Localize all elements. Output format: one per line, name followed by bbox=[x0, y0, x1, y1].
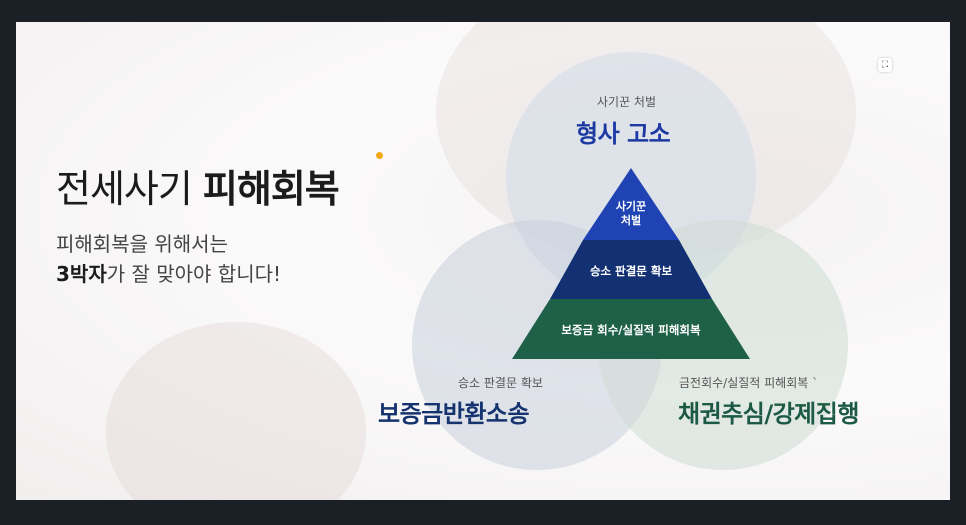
presentation-slide: ⛶ 전세사기 피해회복 피해회복을 위해서는 3박자가 잘 맞아야 합니다! 사… bbox=[16, 22, 950, 500]
top-circle-heading: 형사 고소 bbox=[576, 120, 671, 148]
pyramid-tier-top bbox=[583, 168, 679, 240]
right-circle-caption: 금전회수/실질적 피해회복 ` bbox=[679, 376, 819, 390]
pyramid-top-text: 사기꾼 처벌 bbox=[615, 200, 647, 227]
slide-title: 전세사기 피해회복 bbox=[56, 167, 340, 211]
pyramid-bottom-text: 보증금 회수/실질적 피해회복 bbox=[561, 323, 701, 337]
expand-icon[interactable]: ⛶ bbox=[878, 58, 892, 72]
top-circle-caption: 사기꾼 처벌 bbox=[597, 95, 657, 109]
left-circle-heading: 보증금반환소송 bbox=[378, 400, 530, 428]
pyramid-diagram bbox=[512, 168, 750, 359]
accent-dot bbox=[376, 152, 383, 159]
background-blur-shape bbox=[106, 322, 366, 500]
subtitle-line-1: 피해회복을 위해서는 bbox=[56, 232, 228, 256]
pyramid-middle-text: 승소 판결문 확보 bbox=[589, 264, 673, 278]
pyramid-tier-bottom bbox=[512, 299, 750, 359]
left-circle-caption: 승소 판결문 확보 bbox=[458, 376, 543, 390]
pyramid-tier-middle bbox=[550, 240, 712, 299]
right-circle-heading: 채권추심/강제집행 bbox=[678, 400, 859, 428]
subtitle-line-2: 3박자가 잘 맞아야 합니다! bbox=[56, 262, 282, 286]
